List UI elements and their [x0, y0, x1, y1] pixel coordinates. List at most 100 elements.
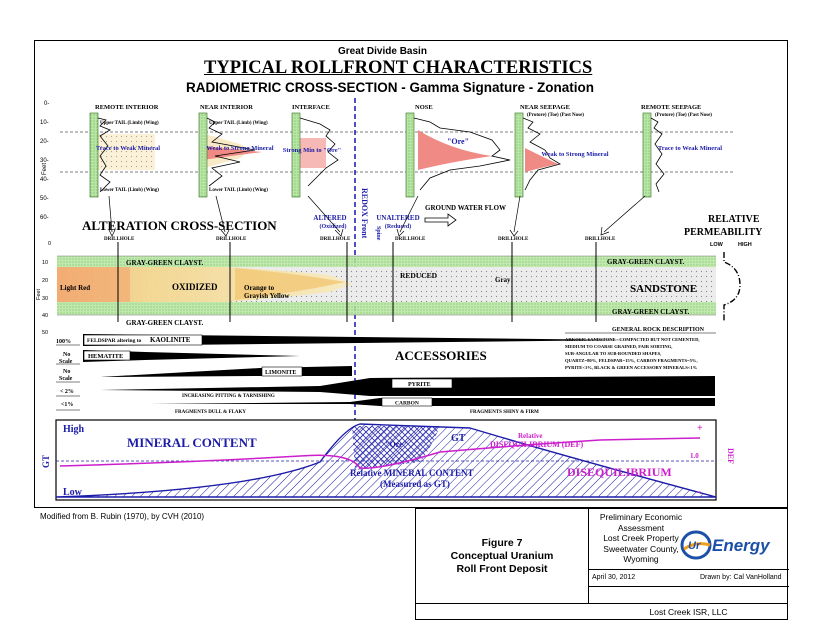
- grayish-yellow-label: Grayish Yellow: [244, 292, 290, 300]
- rock-description-line: PYRITE<1%, BLACK & GREEN ACCESSORY MINER…: [565, 365, 698, 370]
- lt1-label: <1%: [61, 402, 73, 408]
- high-label: HIGH: [738, 242, 752, 248]
- ore-curve-label: "Ore": [385, 440, 407, 449]
- carbon-label: CARBON: [395, 401, 419, 407]
- gamma-section: 0- 10- 20- 30- 40- 50- 60- Feet: [40, 101, 735, 221]
- gamma-depth-tick: 40-: [40, 177, 49, 183]
- alteration-depth-tick: 30: [42, 296, 48, 302]
- disequilibrium-label: DISEQUILIBRIUM: [567, 465, 672, 479]
- permeability-curve: [723, 252, 741, 322]
- title-block: Figure 7 Conceptual Uranium Roll Front D…: [415, 508, 789, 620]
- zone-label-near-interior: NEAR INTERIOR: [200, 104, 253, 111]
- trace-weak-mineral-label-2: Trace to Weak Mineral: [658, 145, 722, 152]
- accessories-section: 100% No Scale No Scale < 2% <1% FELDSPAR…: [56, 334, 715, 415]
- relative-mineral-content-label: Relative MINERAL CONTENT: [350, 468, 474, 478]
- alteration-title: ALTERATION CROSS-SECTION: [82, 218, 277, 233]
- gamma-depth-tick: 20-: [40, 139, 49, 145]
- minus-label: -: [697, 484, 701, 498]
- alteration-section: ALTERATION CROSS-SECTION ALTERED (Oxidiz…: [36, 188, 763, 336]
- oxidized-label: OXIDIZED: [172, 282, 218, 292]
- redox-front-label: REDOX Front: [360, 188, 369, 239]
- zone-label-remote-seepage: REMOTE SEEPAGE: [641, 104, 701, 111]
- alteration-depth-tick: 10: [42, 260, 48, 266]
- rock-description-title: GENERAL ROCK DESCRIPTION: [612, 327, 705, 333]
- ur-energy-logo: Ur Energy: [678, 525, 786, 565]
- disequilibrium-curve: [59, 437, 701, 469]
- def-axis-label: DEF: [726, 448, 735, 464]
- groundwater-label: GROUND WATER FLOW: [425, 204, 506, 212]
- gamma-depth-tick: 50-: [40, 196, 49, 202]
- assessment-line: Wyoming: [623, 554, 659, 564]
- claystone-bottom-right: GRAY-GREEN CLAYST.: [612, 308, 690, 316]
- rock-description-line: SUB-ANGULAR TO SUB-ROUNDED SHAPES,: [565, 351, 661, 356]
- ore-label: "Ore": [447, 137, 469, 146]
- gamma-depth-label: Feet: [42, 163, 48, 175]
- alteration-depth-tick: 50: [42, 330, 48, 336]
- sandstone-label: SANDSTONE: [630, 283, 697, 295]
- reduced-paren-label: (Reduced): [385, 223, 411, 230]
- upper-tail-label: Upper TAIL (Limb) (Wing): [100, 121, 159, 126]
- drawn-by-text: Drawn by: Cal VanHolland: [700, 574, 782, 581]
- groundwater-arrow-icon: [424, 213, 457, 227]
- zone-label-remote-interior: REMOTE INTERIOR: [95, 104, 159, 111]
- oxidized-paren-label: (Oxidized): [320, 223, 347, 230]
- strong-ore-label: Strong Min to "Ore": [283, 147, 341, 154]
- no-scale-label: No: [63, 369, 70, 375]
- plus-label: +: [697, 423, 703, 434]
- gt-axis-label: GT: [41, 455, 51, 468]
- figure-frame: [34, 40, 788, 508]
- no-scale-label: No: [63, 352, 70, 358]
- figure-number: Figure 7: [481, 536, 523, 549]
- figure-caption-line: Conceptual Uranium: [450, 549, 554, 562]
- drillhole-label: DRILLHOLE: [104, 237, 135, 242]
- gamma-depth-tick: 30-: [40, 158, 49, 164]
- rock-description: GENERAL ROCK DESCRIPTION ARKOSIC SANDSTO…: [565, 327, 716, 370]
- assessment-line: Preliminary Economic: [599, 512, 683, 522]
- company-name: Lost Creek ISR, LLC: [649, 607, 728, 617]
- basin-title: Great Divide Basin: [338, 46, 427, 57]
- drillhole-label: DRILLHOLE: [216, 237, 247, 242]
- credit-text: Modified from B. Rubin (1970), by CVH (2…: [40, 512, 205, 521]
- figure-caption-line: Roll Front Deposit: [456, 562, 548, 575]
- lt2-label: < 2%: [60, 389, 74, 395]
- one-point-zero-label: 1.0: [690, 452, 699, 460]
- page-title: TYPICAL ROLLFRONT CHARACTERISTICS: [204, 58, 593, 78]
- drillhole-label: DRILLHOLE: [320, 237, 351, 242]
- logo-mark: Ur: [688, 540, 701, 552]
- rock-description-line: QUARTZ=80%, FELDSPAR=15%, CARBON FRAGMEN…: [565, 358, 698, 363]
- permeability-label: PERMEABILITY: [684, 227, 763, 238]
- scale-100-label: 100%: [56, 339, 71, 345]
- high-label: High: [63, 424, 85, 435]
- accessories-title: ACCESSORIES: [395, 348, 487, 363]
- gray-label: Gray: [495, 276, 511, 284]
- trace-weak-mineral-label: Trace to Weak Mineral: [96, 145, 160, 152]
- zone-label-nose: NOSE: [415, 104, 433, 111]
- figure-caption: Figure 7 Conceptual Uranium Roll Front D…: [416, 509, 589, 603]
- relative-diseq-label-2: DISEQUILIBRIUM (DEF): [490, 440, 583, 449]
- measured-as-gt-label: (Measured as GT): [380, 479, 450, 489]
- altered-label: ALTERED: [313, 214, 346, 222]
- feldspar-label: FELDSPAR altering to: [87, 338, 142, 344]
- assessment-line: Sweetwater County,: [603, 543, 679, 554]
- lower-tail-label: Lower TAIL (Limb) (Wing): [209, 188, 268, 193]
- light-red-label: Light Red: [60, 284, 90, 292]
- kaolinite-label: KAOLINITE: [150, 336, 191, 344]
- spine-label: Spine: [375, 226, 381, 241]
- hematite-label: HEMATITE: [88, 353, 123, 360]
- zone-label-near-seepage: NEAR SEEPAGE: [520, 104, 570, 111]
- lower-tail-label: Lower TAIL (Limb) (Wing): [100, 188, 159, 193]
- alteration-depth-tick: 20: [42, 278, 48, 284]
- unaltered-label: UNALTERED: [376, 214, 419, 222]
- weak-strong-mineral-label-2: Weak to Strong Mineral: [541, 151, 608, 158]
- mineral-content-graph: High Low GT MINERAL CONTENT "Ore" GT Rel…: [41, 419, 735, 501]
- alteration-depth-tick: 0: [48, 241, 51, 247]
- assessment-line: Lost Creek Property: [603, 533, 679, 543]
- claystone-top-right: GRAY-GREEN CLAYST.: [607, 258, 685, 266]
- fragments-shiny-label: FRAGMENTS SHINY & FIRM: [470, 410, 539, 415]
- seepage-note: (Protore) (Toe) (Past Nose): [655, 113, 712, 118]
- zone-label-interface: INTERFACE: [292, 104, 330, 111]
- reduced-label: REDUCED: [400, 271, 438, 280]
- assessment-info: Preliminary Economic Assessment Lost Cre…: [592, 512, 690, 565]
- gamma-depth-tick: 60-: [40, 215, 49, 221]
- mineral-content-label: MINERAL CONTENT: [127, 435, 257, 450]
